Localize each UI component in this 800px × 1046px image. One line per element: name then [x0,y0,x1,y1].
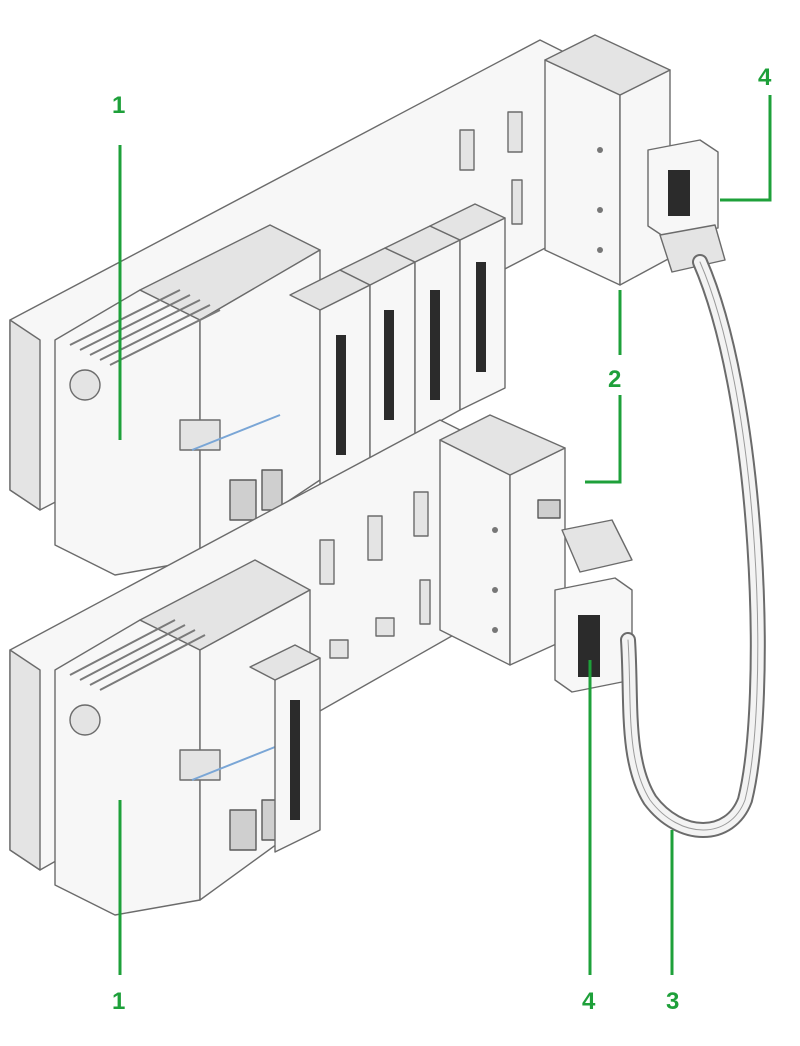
lower-backplane-connectors [319,491,431,659]
callout-4-bottom: 4 [582,988,596,1015]
upper-rack [9,34,726,576]
callout-2: 2 [608,366,622,393]
lower-backplane-end [9,649,41,871]
leader-2-lower [585,395,622,484]
upper-connector [647,139,726,273]
lower-rack [9,414,633,916]
callout-1-top: 1 [112,92,126,119]
lower-io-module [249,644,321,853]
callout-4-top: 4 [758,64,772,91]
callout-1-bottom: 1 [112,988,126,1015]
extension-cable [620,254,766,838]
callout-3: 3 [666,988,680,1015]
upper-backplane-connectors [459,111,523,225]
lower-extension-module [439,414,566,666]
leader-4-top [720,95,772,202]
callout-leaders [118,95,772,975]
upper-backplane-end [9,319,41,511]
upper-power-supply [54,224,321,576]
upper-io-modules [289,203,506,486]
lower-connector [554,519,633,693]
